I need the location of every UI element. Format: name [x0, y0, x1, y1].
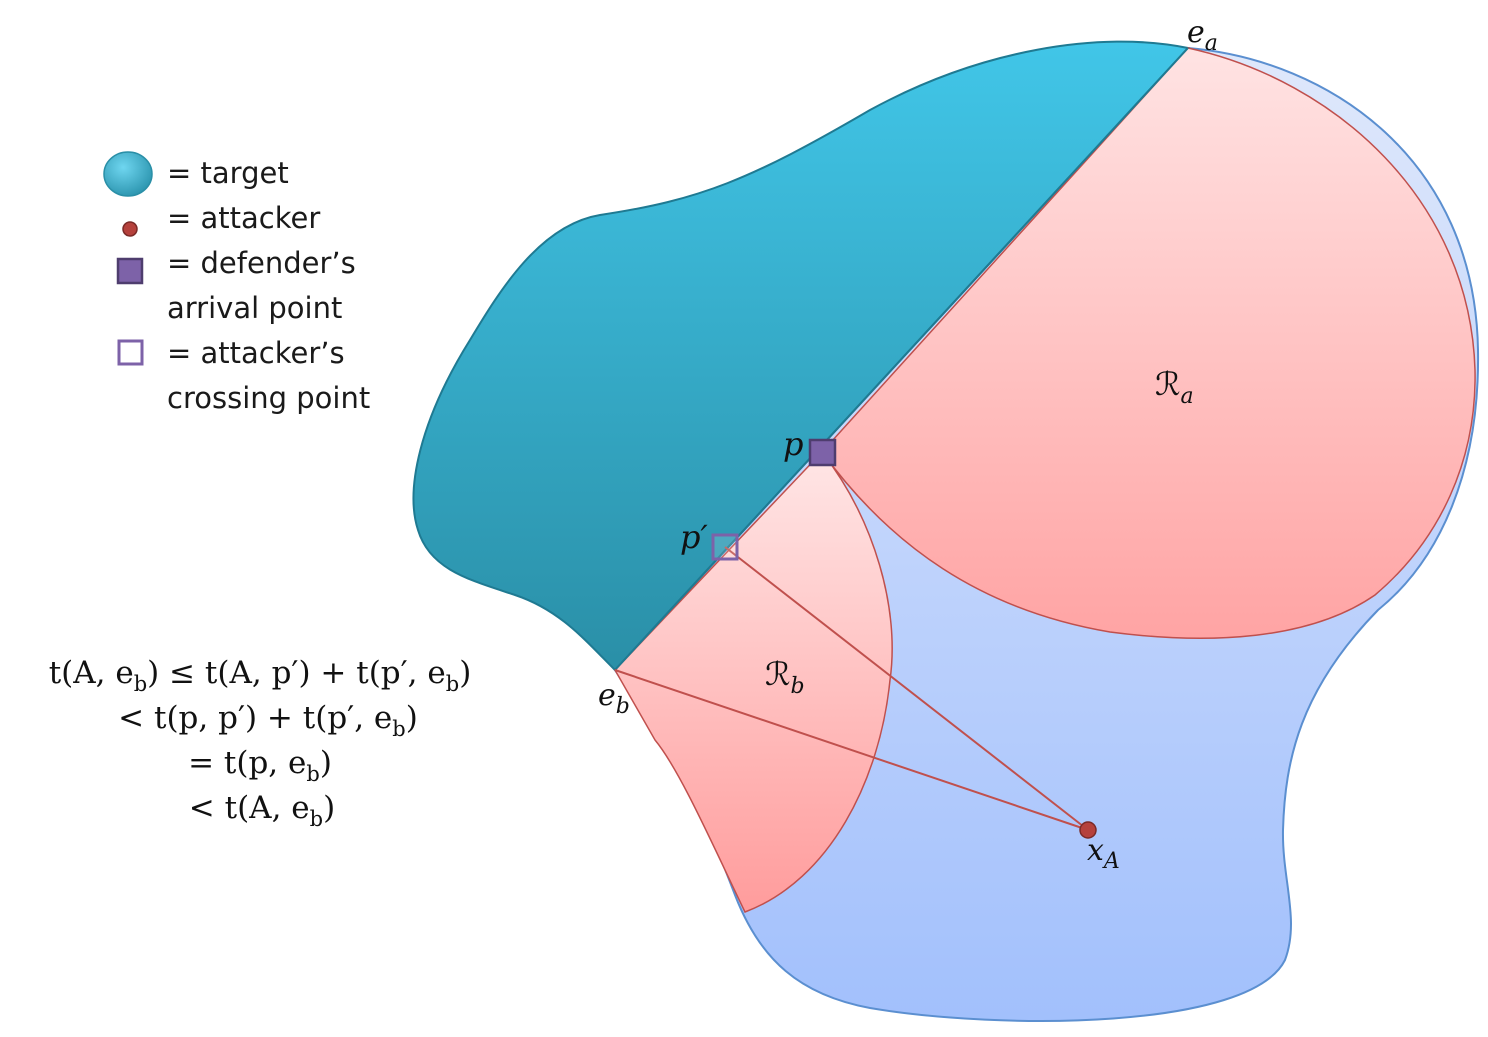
- legend: = target = attacker = defender’s arrival…: [103, 151, 370, 415]
- label-p: p: [783, 425, 803, 463]
- legend-defender-label-1: = defender’s: [167, 246, 356, 280]
- attacker-crossing-point: [711, 533, 739, 561]
- legend-crossing-label-1: = attacker’s: [167, 336, 345, 370]
- label-r-a: ℛa: [1155, 365, 1194, 409]
- defender-arrival-point: [808, 438, 837, 467]
- equation-block: t(A, eb) ≤ t(A, p′) + t(p′, eb) < t(p, p…: [49, 655, 472, 831]
- equation-line-4: < t(A, eb): [189, 790, 335, 831]
- line-attacker-to-eb: [614, 669, 1089, 831]
- region-r-a: [821, 47, 1476, 639]
- legend-target-swatch: [103, 151, 153, 197]
- region-r-b: [614, 450, 893, 913]
- equation-line-2: < t(p, p′) + t(p′, eb): [118, 700, 418, 741]
- label-e-b: eb: [598, 678, 630, 719]
- legend-defender-label-2: arrival point: [167, 291, 342, 325]
- legend-crossing-swatch: [117, 339, 144, 366]
- legend-defender-swatch: [116, 257, 144, 285]
- label-x-a: xA: [1087, 833, 1120, 874]
- boundary-line: [614, 47, 1189, 671]
- legend-target-label: = target: [167, 156, 289, 190]
- equation-line-3: = t(p, eb): [188, 745, 332, 786]
- label-r-b: ℛb: [765, 655, 805, 699]
- attacker-point: [1079, 821, 1097, 839]
- legend-attacker-label: = attacker: [167, 201, 320, 235]
- label-p-prime: p′: [680, 518, 708, 556]
- target-region: [412, 40, 1190, 672]
- legend-crossing-label-2: crossing point: [167, 381, 370, 415]
- legend-attacker-swatch: [122, 221, 138, 237]
- label-e-a: ea: [1187, 15, 1218, 56]
- equation-line-1: t(A, eb) ≤ t(A, p′) + t(p′, eb): [49, 655, 472, 696]
- line-attacker-to-pprime: [724, 546, 1089, 831]
